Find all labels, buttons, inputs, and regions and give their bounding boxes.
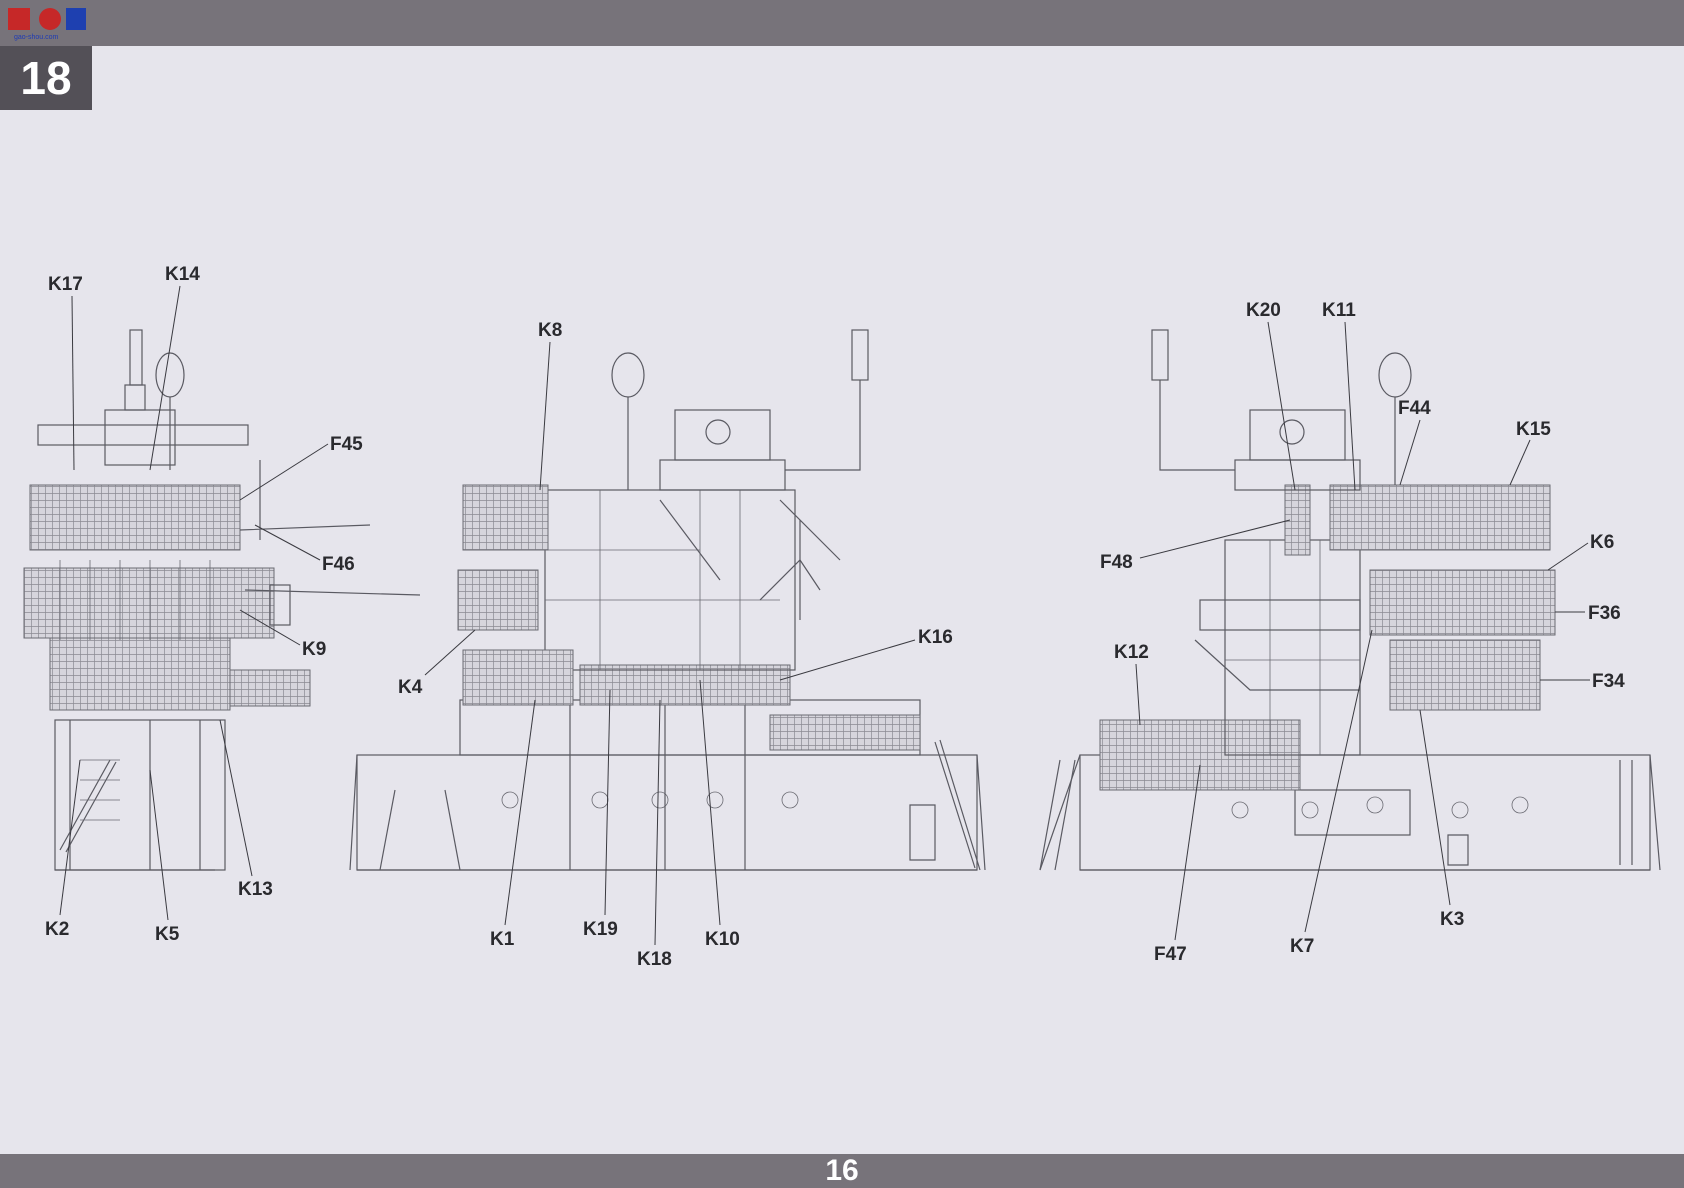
callout-K2: K2 — [45, 919, 69, 940]
callout-K10: K10 — [705, 929, 740, 950]
left-view-drawing — [23, 329, 421, 871]
callout-K15: K15 — [1516, 419, 1551, 440]
callout-K19: K19 — [583, 919, 618, 940]
callout-F36: F36 — [1588, 603, 1621, 624]
top-bar — [0, 0, 1684, 46]
callout-F45: F45 — [330, 434, 363, 455]
callout-F46: F46 — [322, 554, 355, 575]
bottom-bar — [0, 1154, 1684, 1188]
callout-K3: K3 — [1440, 909, 1464, 930]
watermark-logo: gao-shou.com — [4, 4, 90, 42]
callout-K17: K17 — [48, 274, 83, 295]
callout-F34: F34 — [1592, 671, 1625, 692]
gaoshou-logo-icon — [8, 8, 86, 30]
callout-K16: K16 — [918, 627, 953, 648]
callout-F44: F44 — [1398, 398, 1431, 419]
watermark-text: gao-shou.com — [14, 34, 59, 41]
callout-K7: K7 — [1290, 936, 1314, 957]
right-view-drawing — [1039, 329, 1661, 871]
callout-K8: K8 — [538, 320, 562, 341]
callout-F47: F47 — [1154, 944, 1187, 965]
callout-K13: K13 — [238, 879, 273, 900]
callout-K12: K12 — [1114, 642, 1149, 663]
callout-K4: K4 — [398, 677, 423, 698]
callout-K11: K11 — [1322, 300, 1356, 321]
callout-F48: F48 — [1100, 552, 1133, 573]
page-number: 16 — [825, 1154, 859, 1187]
callout-K14: K14 — [165, 264, 200, 285]
callout-K6: K6 — [1590, 532, 1614, 553]
step-number: 18 — [0, 46, 92, 110]
callout-K5: K5 — [155, 924, 180, 945]
callout-K20: K20 — [1246, 300, 1281, 321]
callout-K18: K18 — [637, 949, 672, 970]
callout-K9: K9 — [302, 639, 326, 660]
middle-view-drawing — [349, 329, 986, 871]
callout-K1: K1 — [490, 929, 515, 950]
